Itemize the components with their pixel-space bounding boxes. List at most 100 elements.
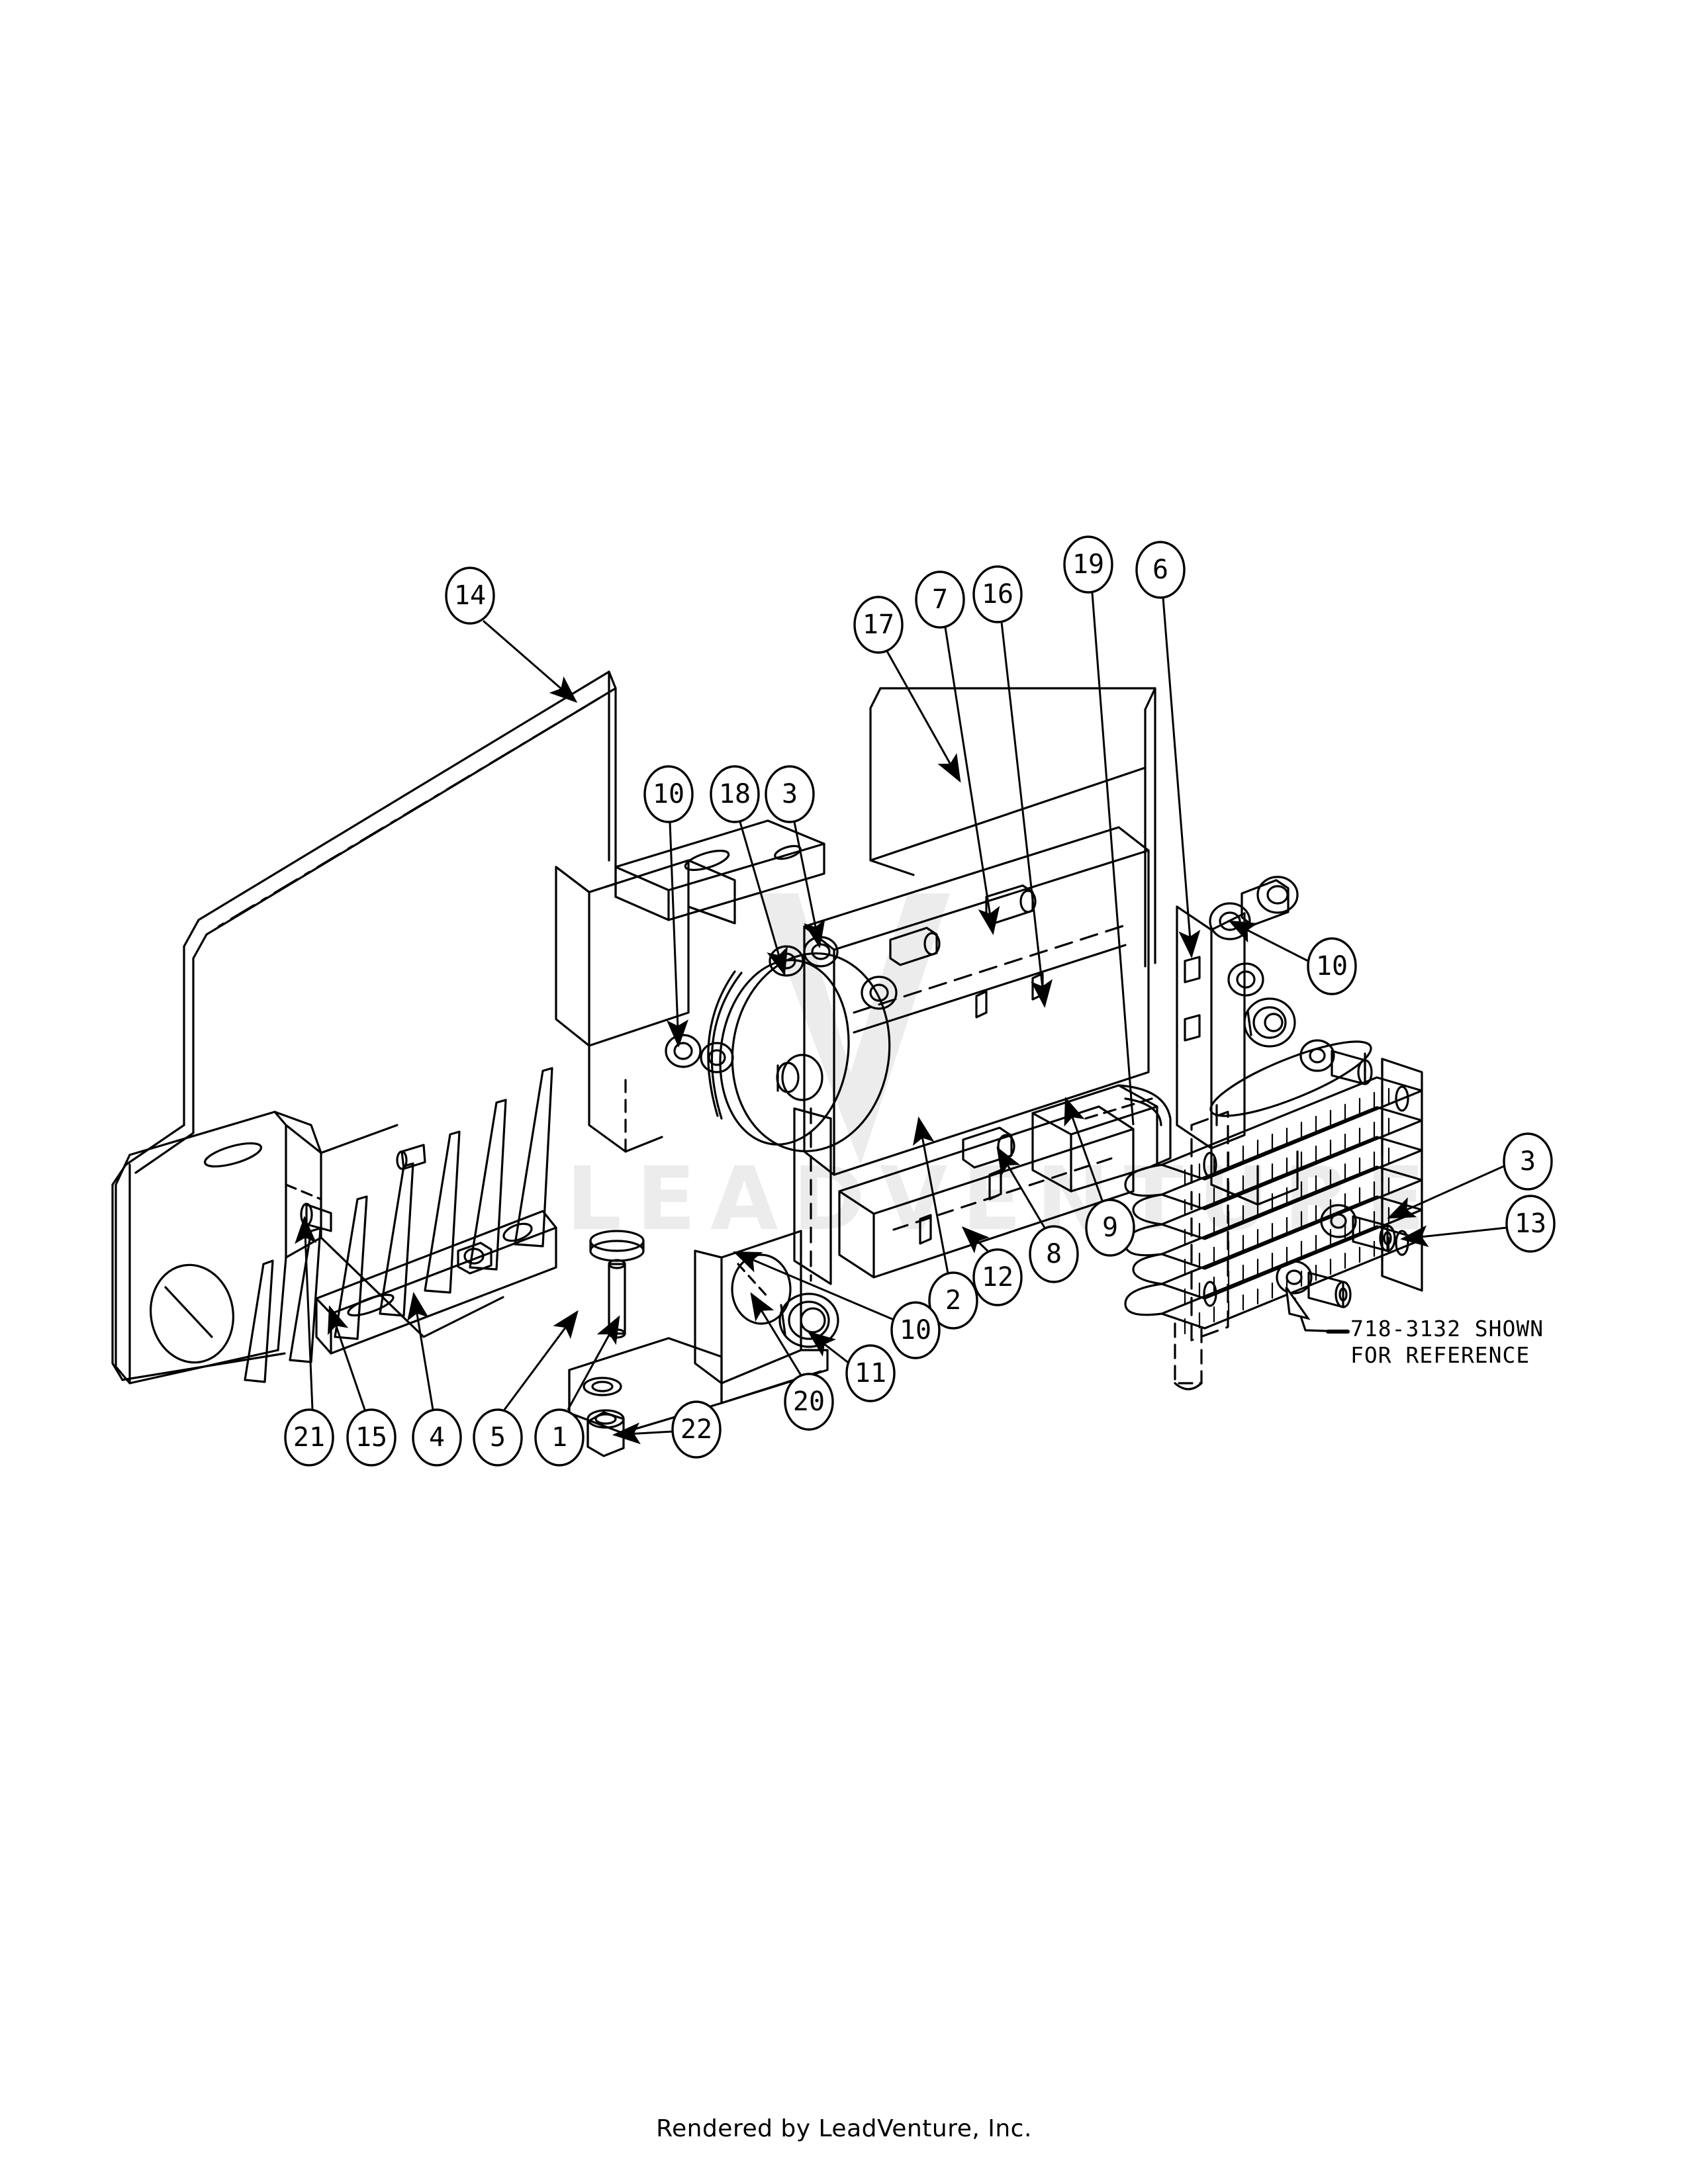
callout-bubble[interactable] [346, 1408, 397, 1467]
callout-number: 22 [680, 1414, 712, 1445]
callout-leader [793, 821, 825, 948]
callout-leader [807, 1331, 850, 1365]
callout-bubble[interactable] [784, 1373, 834, 1431]
callout-leader [1400, 1225, 1507, 1248]
callout-leader [567, 1315, 620, 1410]
callout-6[interactable]: 6 [1135, 541, 1201, 958]
callout-bubble[interactable] [1135, 541, 1186, 599]
callout-number: 9 [1102, 1212, 1118, 1243]
callout-leader [1228, 920, 1309, 962]
callout-number: 3 [1520, 1146, 1536, 1177]
callout-bubble[interactable] [890, 1301, 941, 1359]
callout-leader [667, 821, 688, 1048]
callout-10[interactable]: 10 [1228, 920, 1357, 995]
callout-bubble[interactable] [972, 1248, 1023, 1306]
callout-11[interactable]: 11 [807, 1331, 896, 1402]
callout-leader [612, 1422, 673, 1445]
callout-number: 19 [1072, 549, 1104, 580]
callout-21[interactable]: 21 [284, 1216, 334, 1467]
callout-leader [1000, 621, 1053, 1008]
callout-3[interactable]: 3 [1387, 1132, 1553, 1219]
callout-leader [483, 619, 578, 703]
callout-bubble[interactable] [710, 765, 760, 823]
callout-leader [961, 1226, 990, 1253]
callout-number: 3 [782, 779, 798, 809]
callout-bubble[interactable] [915, 570, 965, 629]
reference-note: 718-3132 SHOWN FOR REFERENCE [1350, 1316, 1544, 1369]
callout-5[interactable]: 5 [473, 1310, 579, 1467]
callout-bubble[interactable] [972, 565, 1023, 623]
callout-number: 2 [945, 1285, 961, 1316]
callout-number: 12 [982, 1262, 1013, 1293]
callout-number: 4 [429, 1422, 445, 1453]
callout-4[interactable]: 4 [407, 1292, 462, 1467]
callout-10[interactable]: 10 [643, 765, 694, 1048]
callout-18[interactable]: 18 [710, 765, 788, 976]
callout-8[interactable]: 8 [996, 1146, 1079, 1283]
callout-bubble[interactable] [445, 567, 495, 625]
callout-9[interactable]: 9 [1064, 1097, 1135, 1257]
callout-leader [733, 1251, 894, 1321]
callout-leader [886, 651, 961, 783]
callout-14[interactable]: 14 [445, 567, 578, 703]
callout-leader [1091, 592, 1135, 1126]
callout-bubble[interactable] [1503, 1132, 1553, 1191]
callout-bubble[interactable] [765, 765, 815, 823]
callout-2[interactable]: 2 [912, 1116, 978, 1330]
callout-bubble[interactable] [473, 1408, 523, 1467]
callout-17[interactable]: 17 [853, 596, 961, 783]
callout-bubble[interactable] [1029, 1225, 1079, 1283]
callout-number: 17 [863, 610, 894, 640]
callout-19[interactable]: 19 [1063, 535, 1135, 1126]
callout-16[interactable]: 16 [972, 565, 1053, 1008]
callout-number: 10 [1316, 951, 1348, 981]
callout-number: 10 [653, 779, 684, 809]
callout-leader [996, 1146, 1046, 1228]
callout-bubble[interactable] [284, 1408, 334, 1467]
callout-leader [1387, 1165, 1505, 1219]
callout-12[interactable]: 12 [961, 1226, 1023, 1306]
callout-bubble[interactable] [643, 765, 694, 823]
callout-number: 14 [454, 580, 486, 611]
callout-bubble[interactable] [1063, 535, 1113, 594]
callout-15[interactable]: 15 [328, 1305, 397, 1467]
callout-leader [1064, 1097, 1103, 1201]
callout-number: 15 [355, 1422, 387, 1453]
callout-bubble[interactable] [853, 596, 904, 654]
callout-number: 11 [855, 1358, 886, 1388]
callout-leader [739, 821, 788, 976]
callout-number: 16 [982, 579, 1013, 610]
callout-1[interactable]: 1 [534, 1315, 620, 1467]
callout-bubble[interactable] [534, 1408, 585, 1467]
callout-leader [295, 1216, 317, 1410]
callout-bubble[interactable] [412, 1408, 462, 1467]
callout-bubble[interactable] [1085, 1199, 1135, 1257]
callout-bubble[interactable] [1307, 937, 1357, 995]
callout-leader [750, 1292, 802, 1376]
callout-number: 18 [719, 779, 751, 809]
callout-3[interactable]: 3 [765, 765, 825, 948]
callout-leader [912, 1116, 949, 1274]
callout-number: 5 [490, 1422, 506, 1453]
callout-number: 6 [1152, 555, 1168, 585]
callout-leader [1162, 597, 1201, 958]
callout-number: 1 [551, 1422, 567, 1453]
callout-number: 13 [1515, 1208, 1546, 1239]
footer-credit: Rendered by LeadVenture, Inc. [656, 2115, 1032, 2142]
callout-20[interactable]: 20 [750, 1292, 834, 1431]
callout-bubble[interactable] [671, 1400, 722, 1459]
callout-bubble[interactable] [845, 1344, 896, 1402]
callout-13[interactable]: 13 [1400, 1195, 1556, 1253]
callout-7[interactable]: 7 [915, 570, 1000, 935]
callout-number: 7 [932, 584, 948, 615]
callout-10[interactable]: 10 [733, 1251, 941, 1359]
callout-bubble[interactable] [928, 1271, 978, 1330]
callout-number: 20 [793, 1387, 825, 1417]
callout-bubble[interactable] [1505, 1195, 1556, 1253]
callout-number: 10 [900, 1315, 931, 1345]
callout-22[interactable]: 22 [612, 1400, 722, 1459]
callout-number: 21 [293, 1422, 325, 1453]
callout-leader [328, 1305, 366, 1410]
